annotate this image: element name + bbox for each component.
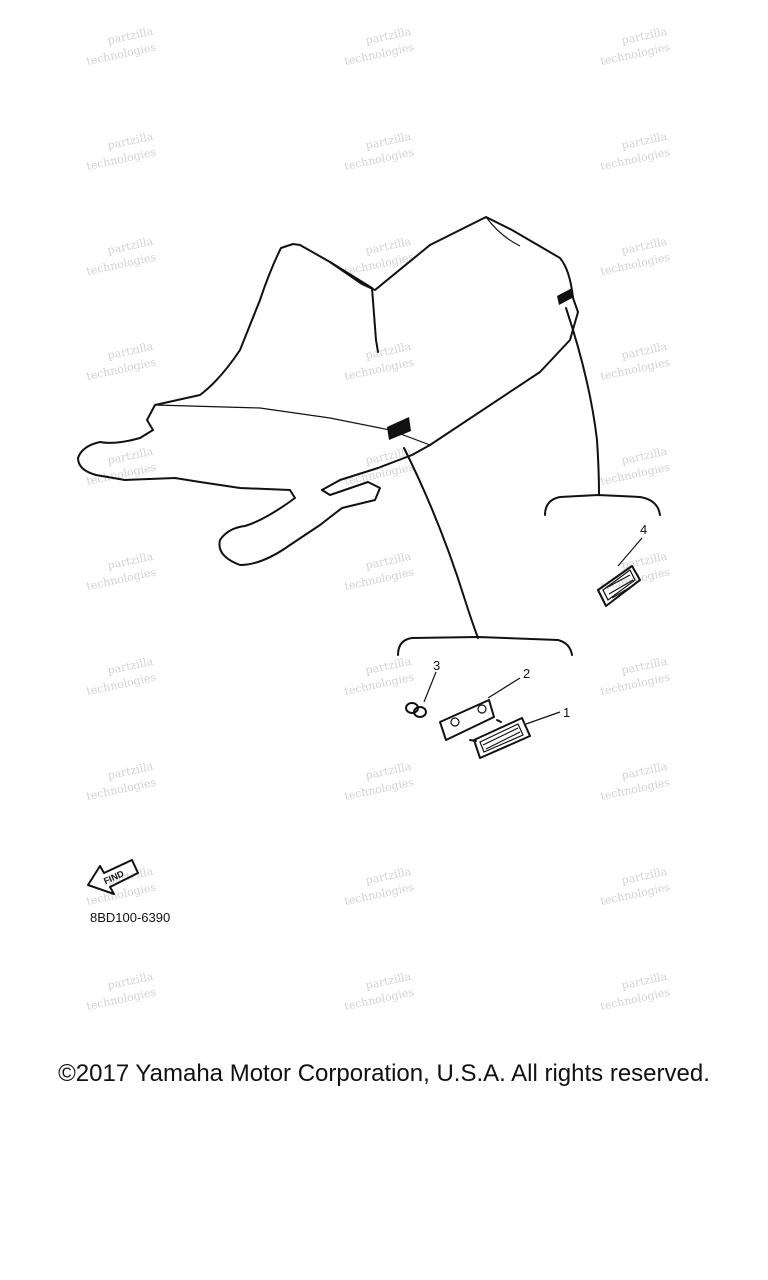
part-2-bracket-plate [439, 677, 521, 741]
svg-text:technologies: technologies [343, 985, 415, 1012]
reflector-mark-side [387, 417, 411, 440]
svg-text:technologies: technologies [343, 40, 415, 67]
svg-text:technologies: technologies [599, 460, 671, 487]
svg-text:technologies: technologies [599, 775, 671, 802]
svg-text:technologies: technologies [85, 40, 157, 67]
svg-text:technologies: technologies [599, 40, 671, 67]
svg-text:technologies: technologies [343, 355, 415, 382]
svg-text:technologies: technologies [599, 250, 671, 277]
svg-text:technologies: technologies [85, 985, 157, 1012]
svg-text:technologies: technologies [343, 460, 415, 487]
part-3-nut [405, 671, 437, 718]
svg-text:technologies: technologies [343, 670, 415, 697]
svg-text:technologies: technologies [85, 145, 157, 172]
part-4-reflector [597, 537, 643, 607]
svg-text:technologies: technologies [85, 250, 157, 277]
callout-3: 3 [433, 658, 440, 673]
svg-text:technologies: technologies [599, 145, 671, 172]
copyright-notice: ©2017 Yamaha Motor Corporation, U.S.A. A… [58, 1060, 710, 1087]
svg-text:technologies: technologies [599, 880, 671, 907]
svg-text:technologies: technologies [85, 670, 157, 697]
bracket-part-4 [544, 494, 661, 516]
svg-text:technologies: technologies [343, 565, 415, 592]
part-1-reflector [469, 711, 561, 759]
bracket-parts-1-3 [397, 636, 573, 656]
callout-2: 2 [523, 666, 530, 681]
callout-1: 1 [563, 705, 570, 720]
svg-text:technologies: technologies [85, 355, 157, 382]
reflector-mark-rear [557, 288, 574, 305]
svg-text:technologies: technologies [343, 880, 415, 907]
svg-text:technologies: technologies [599, 670, 671, 697]
svg-text:technologies: technologies [85, 775, 157, 802]
callout-4: 4 [640, 522, 647, 537]
svg-text:technologies: technologies [343, 250, 415, 277]
svg-text:technologies: technologies [85, 565, 157, 592]
snowmobile-outline [77, 216, 579, 566]
svg-text:technologies: technologies [599, 985, 671, 1012]
part-code: 8BD100-6390 [90, 910, 170, 925]
leader-lines [403, 307, 600, 639]
svg-text:technologies: technologies [599, 565, 671, 592]
svg-text:technologies: technologies [343, 775, 415, 802]
svg-text:technologies: technologies [343, 145, 415, 172]
svg-text:technologies: technologies [85, 880, 157, 907]
svg-text:technologies: technologies [599, 355, 671, 382]
